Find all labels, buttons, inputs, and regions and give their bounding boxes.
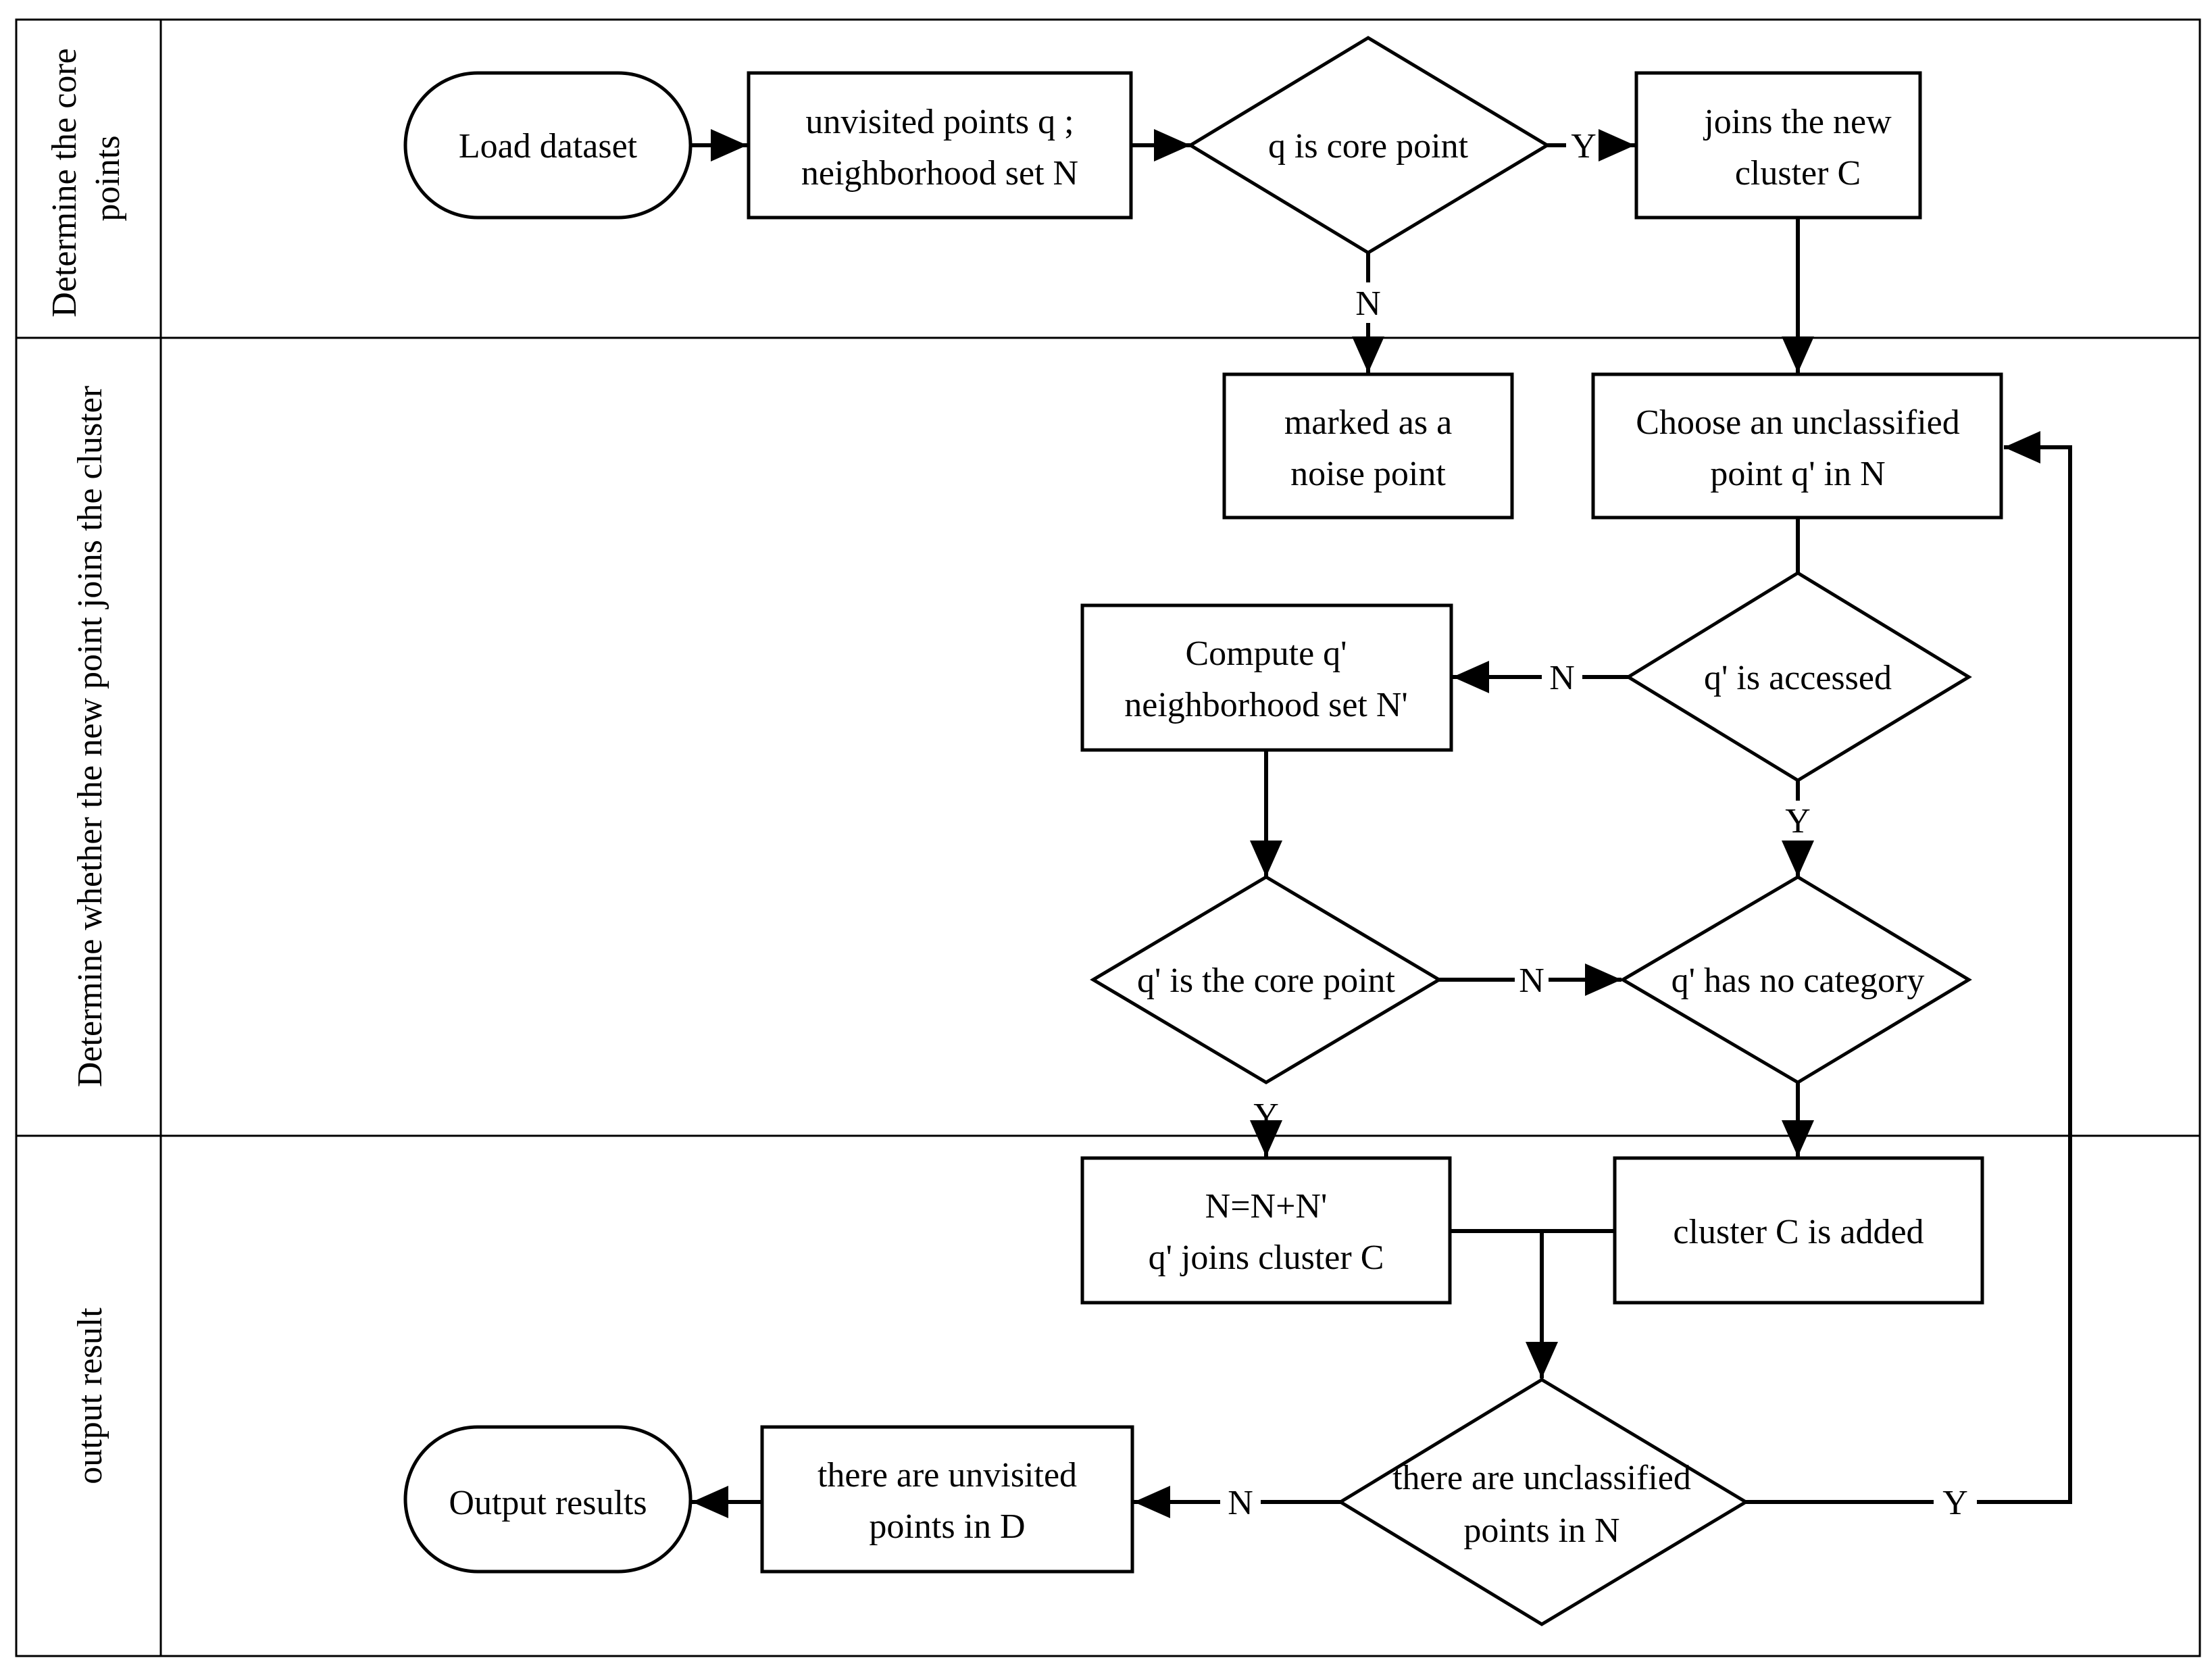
node-compute-neighborhood-line1: Compute q' [1185, 634, 1347, 673]
node-compute-neighborhood: Compute q' neighborhood set N' [1080, 603, 1453, 752]
connectors [690, 129, 2072, 1518]
node-choose-unclassified-line2: point q' in N [1710, 455, 1885, 493]
node-cluster-added-label: cluster C is added [1673, 1213, 1924, 1251]
lane-label-output-result: output result [71, 1307, 109, 1484]
lane-label-core-points: Determine the core points [45, 39, 127, 317]
node-noise-point-line2: noise point [1290, 455, 1446, 493]
node-load-dataset-label: Load dataset [459, 127, 638, 166]
node-core-point-decision: q' is the core point [1090, 875, 1442, 1084]
edge-label-accessed-no: N [1549, 659, 1575, 697]
node-noise-point: marked as a noise point [1222, 372, 1514, 520]
edge-label-core2-yes: Y [1253, 1097, 1279, 1135]
node-choose-unclassified: Choose an unclassified point q' in N [1591, 372, 2003, 520]
node-no-category-decision: q' has no category [1619, 875, 1972, 1084]
swimlane-frame [15, 18, 2201, 1657]
node-core-point-label: q' is the core point [1137, 961, 1396, 1000]
node-unvisited-points: unvisited points q ; neighborhood set N [747, 71, 1133, 220]
node-is-core-label: q is core point [1268, 127, 1469, 166]
edge-label-core-no: N [1355, 284, 1381, 323]
node-accessed-label: q' is accessed [1704, 659, 1892, 697]
node-unclassified-line2: points in N [1463, 1511, 1619, 1550]
node-no-category-label: q' has no category [1671, 961, 1925, 1000]
node-joins-new-cluster: joins the new cluster C [1634, 71, 1922, 220]
node-joins-new-cluster-line1: joins the new [1703, 103, 1892, 141]
node-cluster-added: cluster C is added [1613, 1156, 1984, 1305]
node-noise-point-line1: marked as a [1284, 403, 1452, 442]
edge-label-core2-no: N [1519, 961, 1544, 1000]
node-compute-neighborhood-line2: neighborhood set N' [1124, 686, 1408, 724]
node-joins-new-cluster-line2: cluster C [1735, 154, 1861, 193]
lane-label-join-cluster: Determine whether the new point joins th… [71, 386, 109, 1087]
node-merge-sets-line2: q' joins cluster C [1149, 1238, 1384, 1277]
node-unvisited-in-d-line2: points in D [869, 1507, 1025, 1546]
node-unvisited-points-line2: neighborhood set N [801, 154, 1078, 193]
node-output-results-label: Output results [449, 1484, 647, 1522]
node-load-dataset: Load dataset [403, 71, 693, 220]
node-merge-sets-line1: N=N+N' [1205, 1187, 1328, 1226]
edge-label-core-yes: Y [1571, 127, 1597, 166]
edge-label-unclassified-yes: Y [1942, 1484, 1968, 1522]
edge-unclassified-yes-b [1977, 431, 2072, 1504]
node-output-results: Output results [403, 1425, 693, 1574]
node-merge-sets: N=N+N' q' joins cluster C [1080, 1156, 1452, 1305]
node-unvisited-in-d-line1: there are unvisited [818, 1456, 1077, 1495]
node-unvisited-in-d: there are unvisited points in D [760, 1425, 1134, 1574]
edge-label-unclassified-no: N [1228, 1484, 1253, 1522]
node-is-core-decision: q is core point [1187, 36, 1551, 255]
edge-label-accessed-yes: Y [1785, 802, 1811, 841]
node-accessed-decision: q' is accessed [1625, 571, 1972, 782]
node-unvisited-points-line1: unvisited points q ; [805, 103, 1074, 141]
node-unclassified-decision: there are unclassified points in N [1337, 1378, 1749, 1626]
node-choose-unclassified-line1: Choose an unclassified [1636, 403, 1959, 442]
node-unclassified-line1: there are unclassified [1392, 1459, 1691, 1497]
